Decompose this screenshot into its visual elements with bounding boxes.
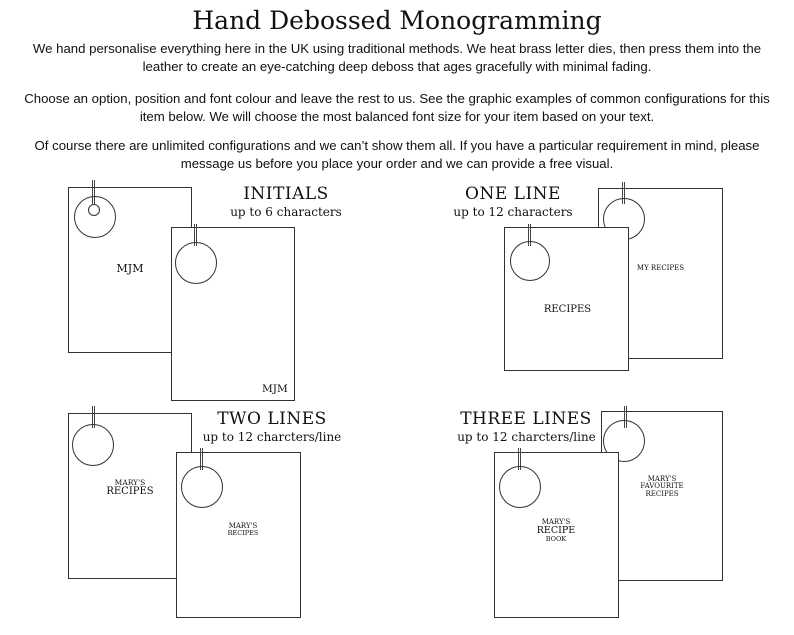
- key-ring-icon: [72, 424, 114, 466]
- three-lines-back-monogram: MARY'S FAVOURITE RECIPES: [612, 475, 712, 498]
- key-ring-icon: [175, 242, 217, 284]
- chain: [92, 406, 95, 428]
- one-line-back-monogram: MY RECIPES: [636, 264, 685, 272]
- chain: [624, 406, 627, 428]
- monogram-line: BOOK: [545, 535, 567, 544]
- initials-title: INITIALS: [243, 184, 329, 204]
- key-ring-icon: [181, 466, 223, 508]
- one-line-front-monogram: RECIPES: [543, 304, 592, 315]
- two-lines-front-monogram: MARY'S RECIPES: [193, 522, 293, 538]
- key-ring-icon: [74, 196, 116, 238]
- contact-paragraph: Of course there are unlimited configurat…: [34, 138, 760, 171]
- initials-back-monogram: MJM: [116, 262, 144, 275]
- monogram-line: FAVOURITE: [640, 482, 684, 491]
- page-title: Hand Debossed Monogramming: [192, 6, 602, 35]
- two-lines-back-monogram: MARY'S RECIPES: [80, 479, 180, 497]
- monogram-line: MARY'S: [647, 475, 677, 483]
- key-ring-icon: [603, 420, 645, 462]
- three-lines-subtitle: up to 12 charcters/line: [457, 430, 596, 444]
- chain: [622, 182, 625, 204]
- initials-front-monogram: MJM: [262, 383, 288, 395]
- intro-paragraph: We hand personalise everything here in t…: [32, 41, 762, 74]
- chain: [200, 448, 203, 470]
- chain: [92, 180, 95, 204]
- monogram-line: MARY'S: [228, 522, 258, 530]
- monogram-line: RECIPES: [645, 489, 679, 498]
- monogram-line: RECIPES: [106, 485, 154, 497]
- key-ring-icon: [499, 466, 541, 508]
- one-line-title: ONE LINE: [465, 184, 561, 204]
- chain: [518, 448, 521, 470]
- monogram-line: RECIPES: [227, 529, 259, 538]
- three-lines-front-monogram: MARY'S RECIPE BOOK: [506, 518, 606, 544]
- two-lines-subtitle: up to 12 charcters/line: [202, 430, 342, 444]
- initials-subtitle: up to 6 characters: [230, 205, 342, 219]
- monogram-line: RECIPE: [536, 525, 576, 537]
- key-ring-icon: [510, 241, 550, 281]
- monogram-line: MARY'S: [541, 518, 571, 526]
- three-lines-title: THREE LINES: [460, 409, 592, 429]
- chain: [194, 224, 197, 246]
- chain: [528, 224, 531, 246]
- options-paragraph: Choose an option, position and font colo…: [24, 91, 770, 124]
- two-lines-title: TWO LINES: [217, 409, 327, 429]
- one-line-subtitle: up to 12 characters: [453, 205, 573, 219]
- monogram-line: MARY'S: [114, 478, 146, 487]
